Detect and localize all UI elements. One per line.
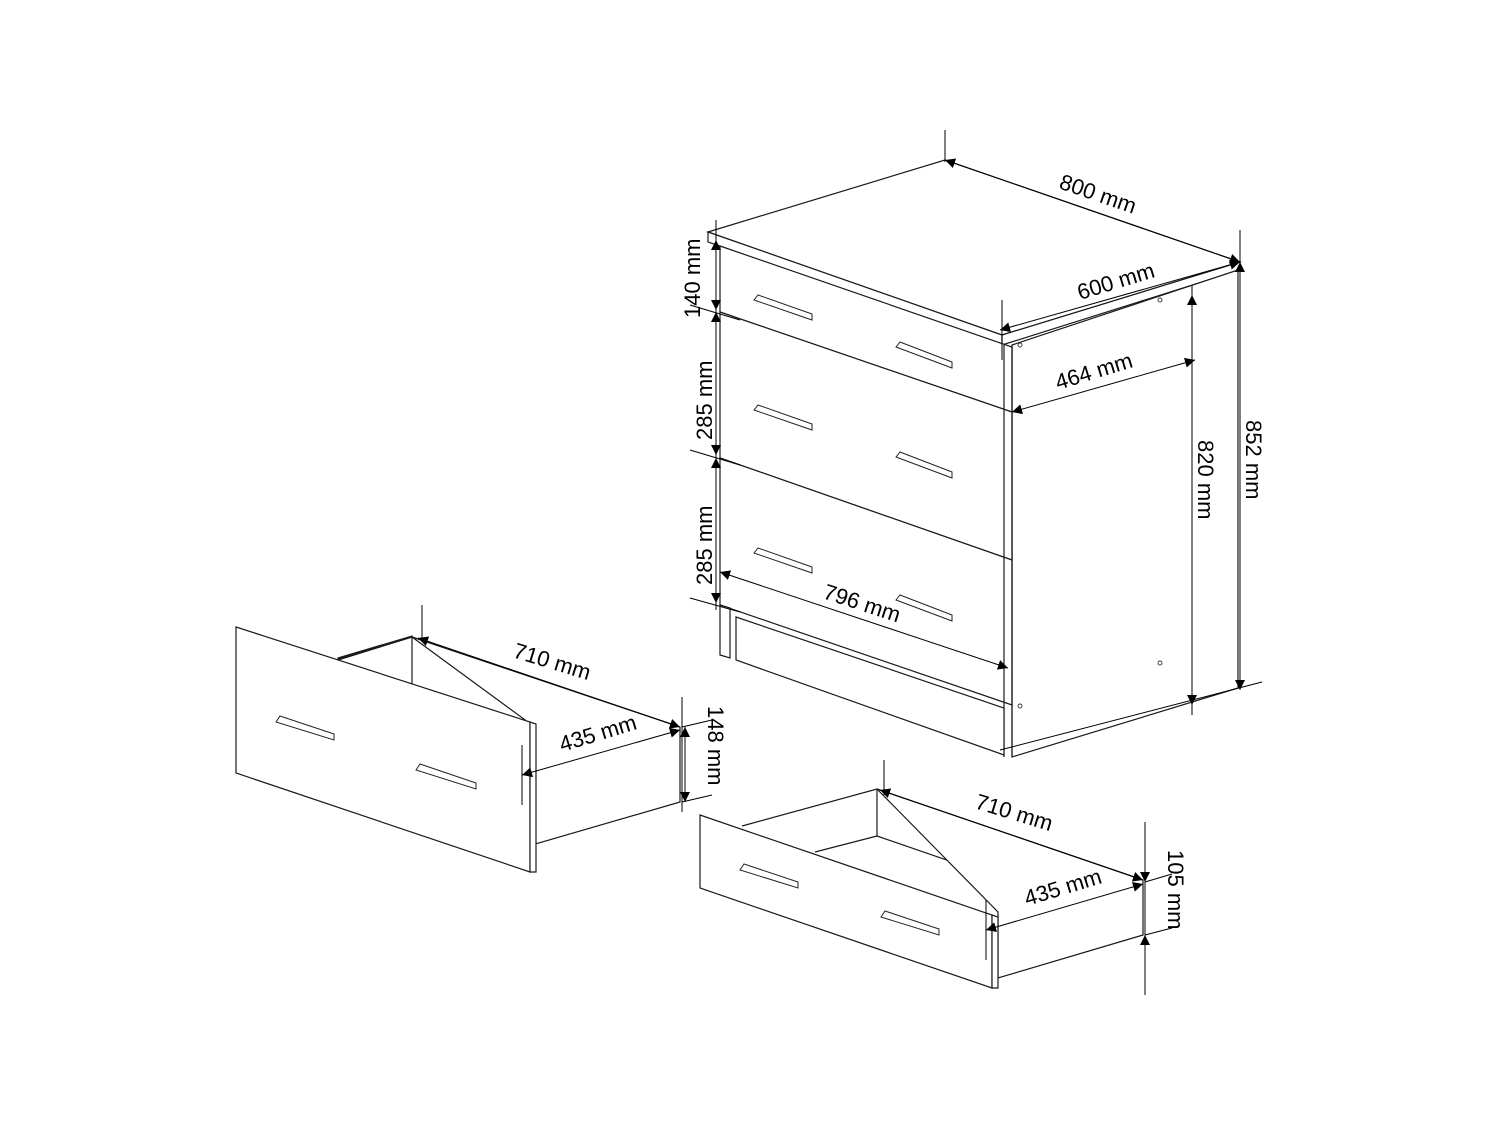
handle-icon bbox=[739, 863, 940, 936]
dimension-large-drawer-height: 148 mm bbox=[680, 697, 728, 812]
label-drawer-height-2: 285 mm bbox=[692, 361, 717, 440]
label-total-height: 852 mm bbox=[1241, 420, 1266, 499]
label-body-height: 820 mm bbox=[1193, 440, 1218, 519]
dimension-drawer-heights: 140 mm 285 mm 285 mm bbox=[680, 220, 741, 613]
large-drawer-illustration bbox=[235, 626, 681, 873]
dimension-small-drawer-height: 105 mm bbox=[1140, 822, 1188, 995]
label-drawer-height-1: 140 mm bbox=[680, 239, 705, 318]
dimension-body-height: 820 mm bbox=[1187, 285, 1218, 715]
label-drawer-height-3: 285 mm bbox=[692, 506, 717, 585]
label-small-drawer-height: 105 mm bbox=[1163, 850, 1188, 929]
handle-icon bbox=[275, 715, 477, 790]
dimension-total-height: 852 mm bbox=[999, 262, 1266, 751]
cabinet-illustration bbox=[706, 159, 1242, 758]
cabinet-leg bbox=[719, 604, 731, 659]
handle-icon bbox=[753, 294, 953, 622]
large-drawer-back bbox=[337, 635, 413, 660]
label-large-drawer-height: 148 mm bbox=[703, 706, 728, 785]
